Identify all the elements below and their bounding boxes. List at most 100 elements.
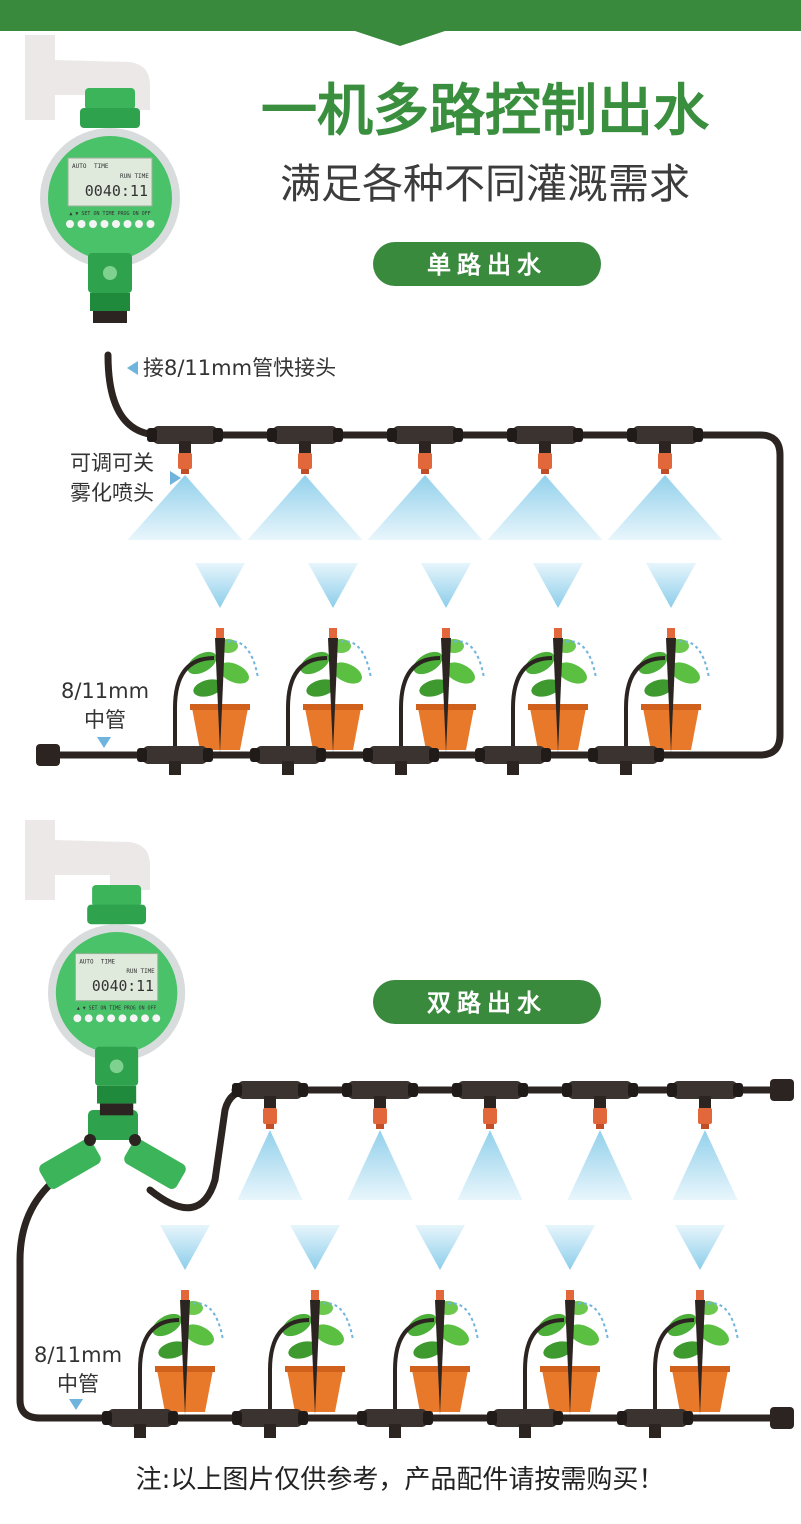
potted-plant — [286, 563, 372, 756]
timer-button[interactable] — [152, 1014, 161, 1023]
header-banner — [0, 0, 801, 46]
leaf — [543, 1341, 573, 1359]
mist-nozzle — [237, 1108, 303, 1200]
spray-cone — [672, 1130, 738, 1200]
feeder-tube — [173, 656, 215, 756]
pointer-arrow-icon — [69, 1399, 83, 1410]
spray-cone — [567, 1130, 633, 1200]
dripper-stake — [695, 1300, 705, 1415]
leaf — [407, 1313, 437, 1337]
leaf — [439, 1324, 469, 1346]
timer-button[interactable] — [123, 220, 132, 228]
tee-connector — [232, 1409, 308, 1438]
tee-connector — [250, 746, 326, 775]
tee-connector — [667, 1081, 743, 1110]
spray-cone — [545, 1225, 595, 1270]
lcd-auto-label: AUTO — [72, 163, 87, 170]
leaf — [557, 662, 587, 684]
potted-plant — [624, 563, 710, 756]
dripper-head — [181, 1290, 189, 1300]
tee-connector — [507, 426, 583, 455]
timer-button[interactable] — [100, 220, 109, 228]
timer-button[interactable] — [107, 1014, 116, 1023]
timer-button[interactable] — [118, 1014, 127, 1023]
timer-button[interactable] — [89, 220, 97, 228]
leaf — [419, 679, 449, 697]
spray-cone — [247, 475, 363, 540]
nozzle-label-line1: 可调可关 — [70, 451, 154, 475]
leaf — [569, 1324, 599, 1346]
leaf — [219, 662, 249, 684]
timer-button[interactable] — [77, 220, 86, 228]
tee-connector — [137, 746, 213, 775]
dripper-head — [667, 628, 675, 638]
mist-nozzle — [127, 453, 243, 540]
leaf — [413, 651, 443, 675]
button-labels: ▲ ▼ SET ON TIME PROG ON OFF — [69, 211, 150, 217]
timer-button[interactable] — [66, 220, 74, 228]
lcd-time-label: TIME — [94, 163, 109, 170]
timer-top-connector — [92, 885, 142, 907]
mist-nozzle — [487, 453, 603, 540]
timer-button[interactable] — [96, 1014, 104, 1023]
timer-button[interactable] — [146, 220, 155, 228]
tee-connector — [588, 746, 664, 775]
dripper-stake — [553, 638, 563, 753]
left-branch-pipe — [16, 1176, 794, 1422]
lcd-run-time-label: RUN TIME — [120, 173, 149, 180]
feeder-tube — [268, 1318, 310, 1418]
water-arc — [571, 1302, 609, 1341]
leaf — [187, 651, 217, 675]
feeder-tube — [138, 1318, 180, 1418]
spray-cone — [367, 475, 483, 540]
spray-cone — [237, 1130, 303, 1200]
tee-connector — [102, 1409, 178, 1438]
tee-connector — [342, 1081, 418, 1110]
lcd-screen — [67, 157, 153, 207]
quick-connector — [99, 1103, 134, 1116]
dripper-stake — [180, 1300, 190, 1415]
feeder-tube — [523, 1318, 565, 1418]
dripper-stake — [441, 638, 451, 753]
timer-button[interactable] — [129, 1014, 138, 1023]
timer-button[interactable] — [73, 1014, 82, 1023]
pointer-arrow-icon — [170, 471, 181, 485]
tee-connector — [452, 1081, 528, 1110]
timer-button[interactable] — [112, 220, 120, 228]
dripper-head — [436, 1290, 444, 1300]
quick-connector — [93, 311, 127, 323]
leaf — [644, 679, 674, 697]
mist-nozzle — [672, 1108, 738, 1200]
mist-nozzle — [347, 1108, 413, 1200]
water-arc — [447, 640, 485, 679]
leaf — [670, 662, 700, 684]
right-branch-pipe — [146, 1086, 254, 1212]
valve-lever — [84, 1134, 96, 1146]
y-splitter — [39, 1110, 186, 1189]
feeder-tube — [511, 656, 553, 756]
water-arc — [672, 640, 710, 679]
valve-lever — [129, 1134, 141, 1146]
timer-button[interactable] — [141, 1014, 149, 1023]
water-arc — [316, 1302, 354, 1341]
footer-note: 注:以上图片仅供参考，产品配件请按需购买！ — [136, 1465, 665, 1495]
dripper-stake — [215, 638, 225, 753]
timer-top-connector — [85, 88, 135, 110]
leaf — [306, 679, 336, 697]
potted-plant — [511, 563, 597, 756]
page-title: 一机多路控制出水 — [261, 79, 710, 144]
leaf — [184, 1324, 214, 1346]
tee-connector — [562, 1081, 638, 1110]
spray-cone — [195, 563, 245, 608]
connector-label: 接8/11mm管快接头 — [143, 356, 336, 380]
leaf — [152, 1313, 182, 1337]
leaf — [537, 1313, 567, 1337]
mist-nozzle — [567, 1108, 633, 1200]
dripper-stake — [666, 638, 676, 753]
water-arc — [186, 1302, 224, 1341]
timer-button[interactable] — [135, 220, 143, 228]
dripper-head — [554, 628, 562, 638]
timer-button[interactable] — [84, 1014, 93, 1023]
dripper-head — [216, 628, 224, 638]
nozzle-label-line2: 雾化喷头 — [70, 481, 154, 505]
